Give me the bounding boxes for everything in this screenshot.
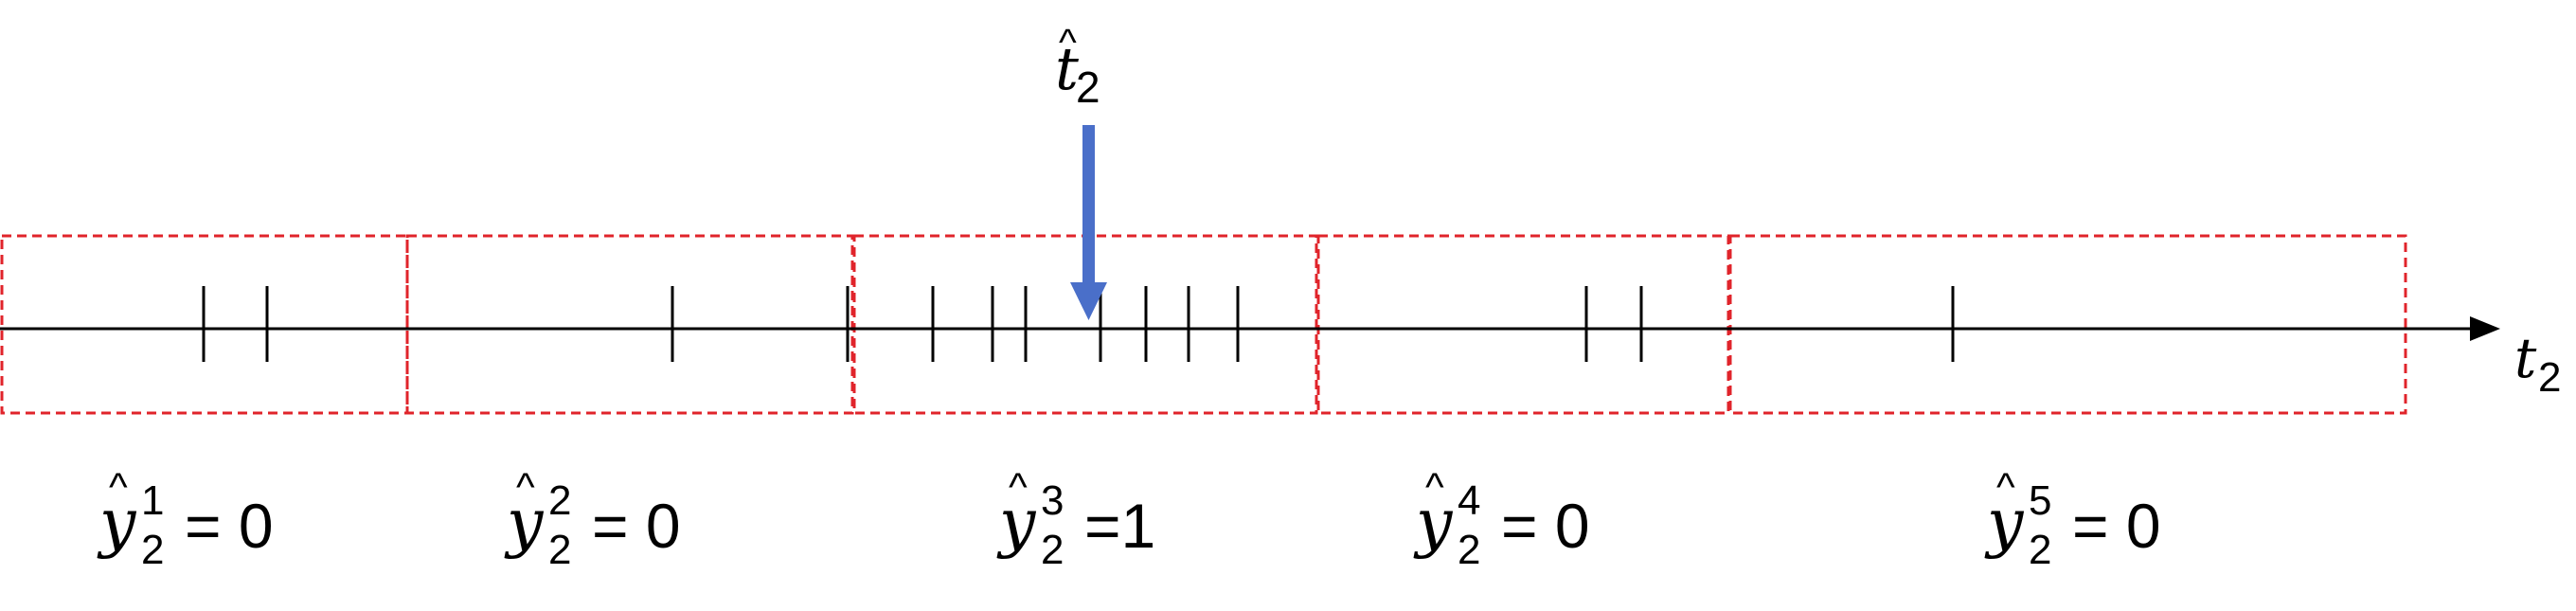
window-label-sub: 2 <box>1458 527 1480 573</box>
window-label-hat: ^ <box>109 464 128 509</box>
window-label-value: = 0 <box>2072 491 2161 561</box>
marker-var: t <box>1055 34 1079 103</box>
event-ticks <box>202 286 1955 362</box>
window-label-sub: 2 <box>1041 527 1064 573</box>
window-box-5 <box>1728 234 2407 415</box>
window-label-sup: 2 <box>548 477 571 524</box>
axis-label-sub: 2 <box>2538 354 2561 401</box>
window-label-5: y^ 52 = 0 <box>1984 464 2161 573</box>
marker-hat: ^ <box>1059 22 1077 63</box>
window-boxes <box>0 234 2407 415</box>
window-label-sup: 5 <box>2029 477 2051 524</box>
down-arrow-icon <box>1070 125 1107 320</box>
marker-sub: 2 <box>1076 63 1100 112</box>
window-label-var: y <box>504 486 545 561</box>
window-label-1: y^ 12 = 0 <box>97 464 274 573</box>
window-label-4: y^ 42 = 0 <box>1413 464 1590 573</box>
window-label-value: = 0 <box>185 491 274 561</box>
window-label-sub: 2 <box>548 527 571 573</box>
axis-arrowhead-icon <box>2470 316 2500 341</box>
window-label-sup: 3 <box>1041 477 1064 524</box>
window-label-sub: 2 <box>2029 527 2051 573</box>
window-label-sup: 4 <box>1458 477 1480 524</box>
window-label-3: y^ 32 =1 <box>996 464 1155 573</box>
window-label-value: = 0 <box>592 491 681 561</box>
window-label-2: y^ 22 = 0 <box>504 464 681 573</box>
window-label-sup: 1 <box>141 477 164 524</box>
window-label-var: y <box>996 486 1037 561</box>
axis-label-var: t <box>2514 326 2537 390</box>
window-label-value: =1 <box>1084 491 1155 561</box>
window-box-4 <box>1316 234 1730 415</box>
window-label-hat: ^ <box>516 464 535 509</box>
window-label-hat: ^ <box>1996 464 2015 509</box>
axis-label: t 2 <box>2514 326 2561 401</box>
window-label-var: y <box>1984 486 2025 561</box>
window-label-value: = 0 <box>1501 491 1590 561</box>
window-label-var: y <box>97 486 137 561</box>
time-axis <box>0 286 2500 362</box>
window-label-hat: ^ <box>1009 464 1028 509</box>
window-label-hat: ^ <box>1425 464 1444 509</box>
marker: t ^ 2 <box>1055 22 1107 320</box>
window-label-var: y <box>1413 486 1454 561</box>
window-label-sub: 2 <box>141 527 164 573</box>
window-box-2 <box>405 234 854 415</box>
